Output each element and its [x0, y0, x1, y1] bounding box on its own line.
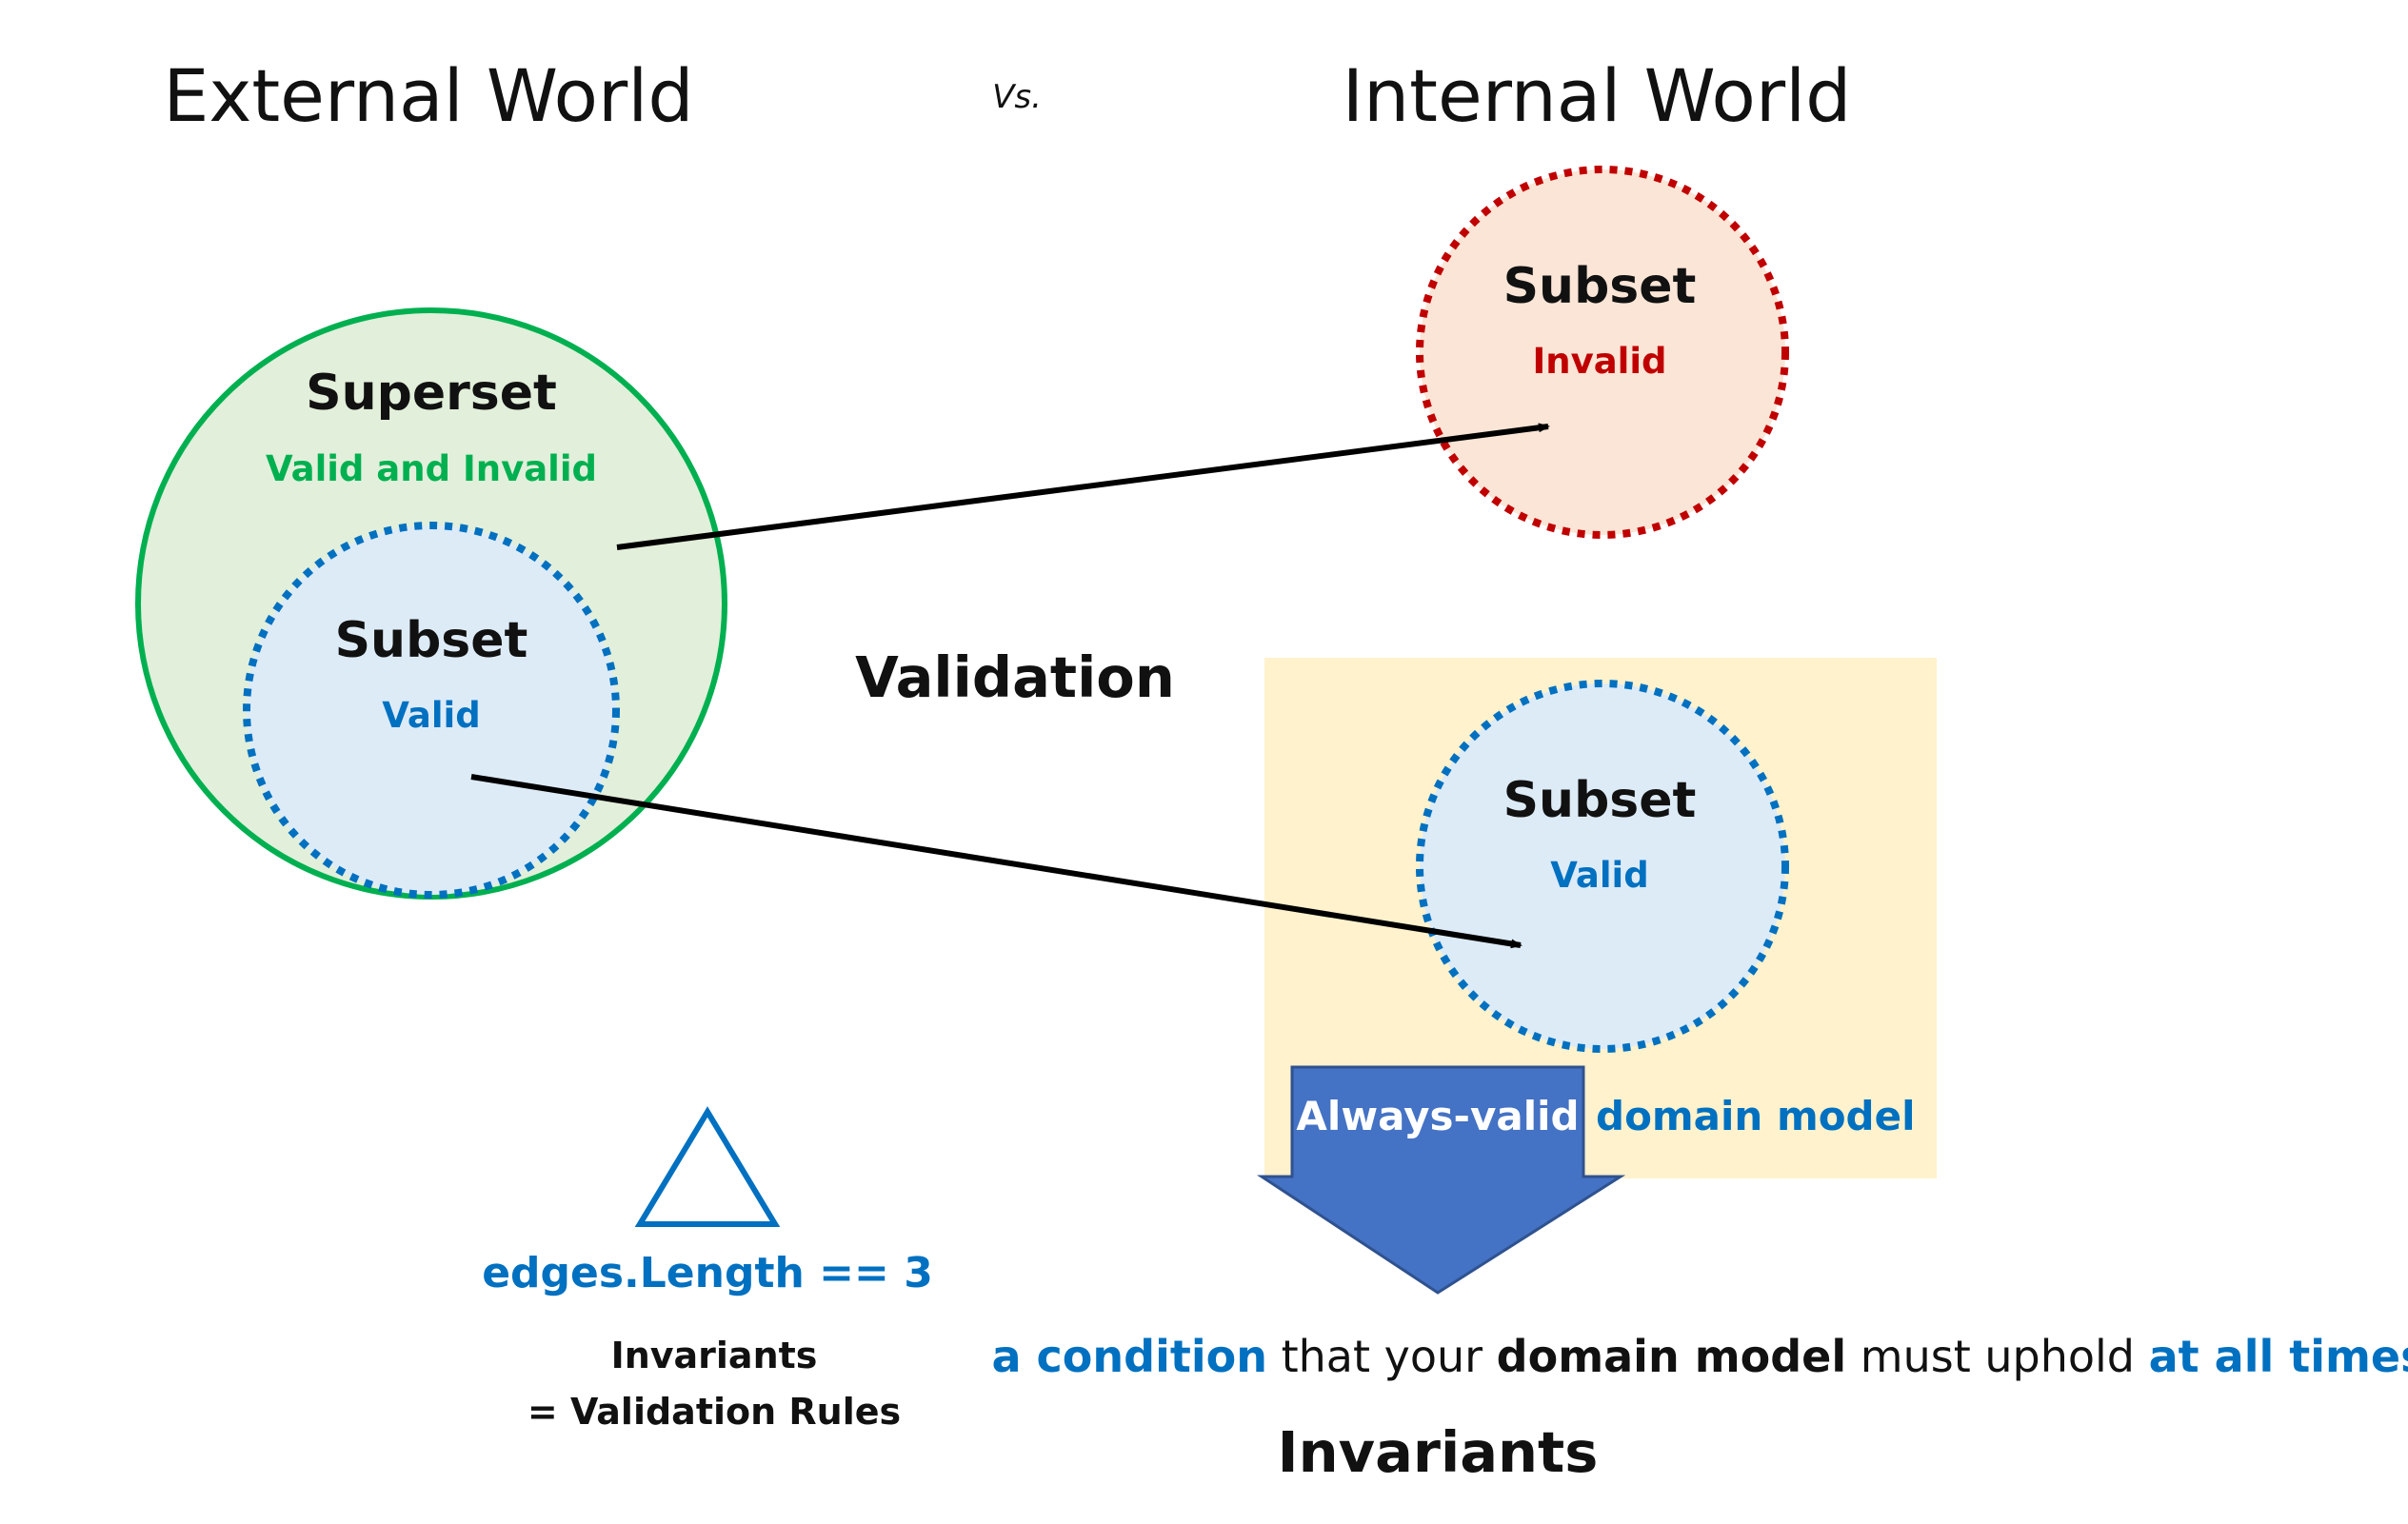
- external-world-title: External World: [163, 53, 693, 138]
- validation-label: Validation: [855, 644, 1175, 710]
- internal-invalid-subset-circle: [1416, 166, 1789, 539]
- internal-invalid-subset-caption: Invalid: [1532, 341, 1666, 382]
- definition-connector-2: must uphold: [1846, 1331, 2148, 1382]
- invariants-note-line-2: = Validation Rules: [527, 1391, 901, 1433]
- definition-at-all-times: at all times: [2149, 1331, 2408, 1382]
- invariants-heading: Invariants: [1278, 1419, 1599, 1485]
- internal-world-title: Internal World: [1343, 53, 1852, 138]
- always-valid-label: Always-valid: [1296, 1093, 1579, 1139]
- domain-model-label: domain model: [1596, 1093, 1916, 1139]
- internal-valid-subset-caption: Valid: [1550, 855, 1648, 896]
- definition-connector-1: that your: [1267, 1331, 1497, 1382]
- valid-mapping-arrow: [470, 774, 1522, 949]
- external-subset-heading: Subset: [335, 612, 528, 669]
- definition-domain-model: domain model: [1497, 1331, 1846, 1382]
- external-subset-caption: Valid: [382, 695, 480, 736]
- external-valid-subset-circle: [243, 522, 620, 899]
- invalid-mapping-arrow: [616, 423, 1550, 550]
- definition-condition: a condition: [991, 1331, 1266, 1382]
- triangle-edge-condition: edges.Length == 3: [482, 1249, 933, 1297]
- invariants-note-line-1: Invariants: [611, 1335, 818, 1376]
- triangle-icon: [634, 1106, 781, 1227]
- internal-valid-subset-heading: Subset: [1503, 772, 1697, 829]
- versus-label: Vs.: [992, 78, 1042, 116]
- superset-heading: Superset: [306, 365, 557, 422]
- superset-caption: Valid and Invalid: [266, 448, 597, 489]
- always-valid-down-arrow: [1257, 1065, 1626, 1295]
- internal-valid-subset-circle: [1416, 680, 1789, 1053]
- invariant-definition-sentence: a condition that your domain model must …: [991, 1331, 2408, 1382]
- internal-invalid-subset-heading: Subset: [1503, 258, 1697, 315]
